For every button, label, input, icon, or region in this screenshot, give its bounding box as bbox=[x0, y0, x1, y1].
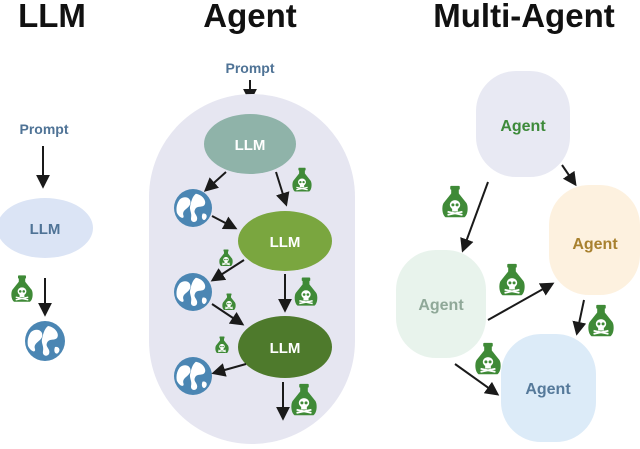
arrow bbox=[460, 181, 489, 253]
agent-prompt-label: Prompt bbox=[226, 60, 275, 76]
agent-llm-node-2 bbox=[238, 211, 332, 271]
arrow bbox=[454, 363, 500, 396]
globe-icon bbox=[25, 321, 65, 361]
agent-label-top: Agent bbox=[500, 118, 546, 135]
tool-icon bbox=[588, 304, 614, 337]
title-agent: Agent bbox=[203, 0, 297, 34]
agent-llm-node-3 bbox=[238, 316, 332, 378]
tool-icon bbox=[475, 342, 501, 375]
agent-node-top bbox=[476, 71, 570, 177]
arrow bbox=[275, 171, 290, 207]
arrow bbox=[211, 215, 238, 230]
agent-llm-label-3: LLM bbox=[270, 340, 301, 357]
multi-agent-panel: Agent Agent Agent Agent bbox=[396, 71, 640, 442]
llm-panel: Prompt LLM bbox=[0, 121, 93, 361]
arrow bbox=[203, 171, 227, 192]
llm-node-label: LLM bbox=[30, 221, 61, 238]
title-multi-agent: Multi-Agent bbox=[433, 0, 614, 34]
agent-node-right bbox=[549, 185, 640, 295]
agent-node-bottom bbox=[501, 334, 596, 442]
agent-node-left bbox=[396, 250, 486, 358]
arrow bbox=[211, 363, 247, 377]
agent-label-right: Agent bbox=[572, 236, 618, 253]
arrow bbox=[487, 282, 555, 321]
llm-node bbox=[0, 198, 93, 258]
tool-icon bbox=[11, 275, 33, 302]
arrow bbox=[561, 164, 577, 187]
arrow bbox=[572, 299, 587, 336]
arrow bbox=[210, 259, 245, 282]
agent-llm-label-1: LLM bbox=[235, 137, 266, 154]
globe-icon bbox=[174, 189, 212, 227]
agent-llm-label-2: LLM bbox=[270, 234, 301, 251]
tool-icon bbox=[442, 185, 468, 218]
tool-icon bbox=[499, 263, 525, 296]
agent-label-left: Agent bbox=[418, 297, 464, 314]
agent-panel: Prompt LLM LLM LLM bbox=[149, 60, 355, 444]
title-llm: LLM bbox=[18, 0, 86, 34]
globe-icon bbox=[174, 357, 212, 395]
globe-icon bbox=[174, 273, 212, 311]
arrow bbox=[211, 303, 245, 326]
llm-prompt-label: Prompt bbox=[20, 121, 69, 137]
agent-llm-node-1 bbox=[204, 114, 296, 174]
agent-label-bottom: Agent bbox=[525, 381, 571, 398]
